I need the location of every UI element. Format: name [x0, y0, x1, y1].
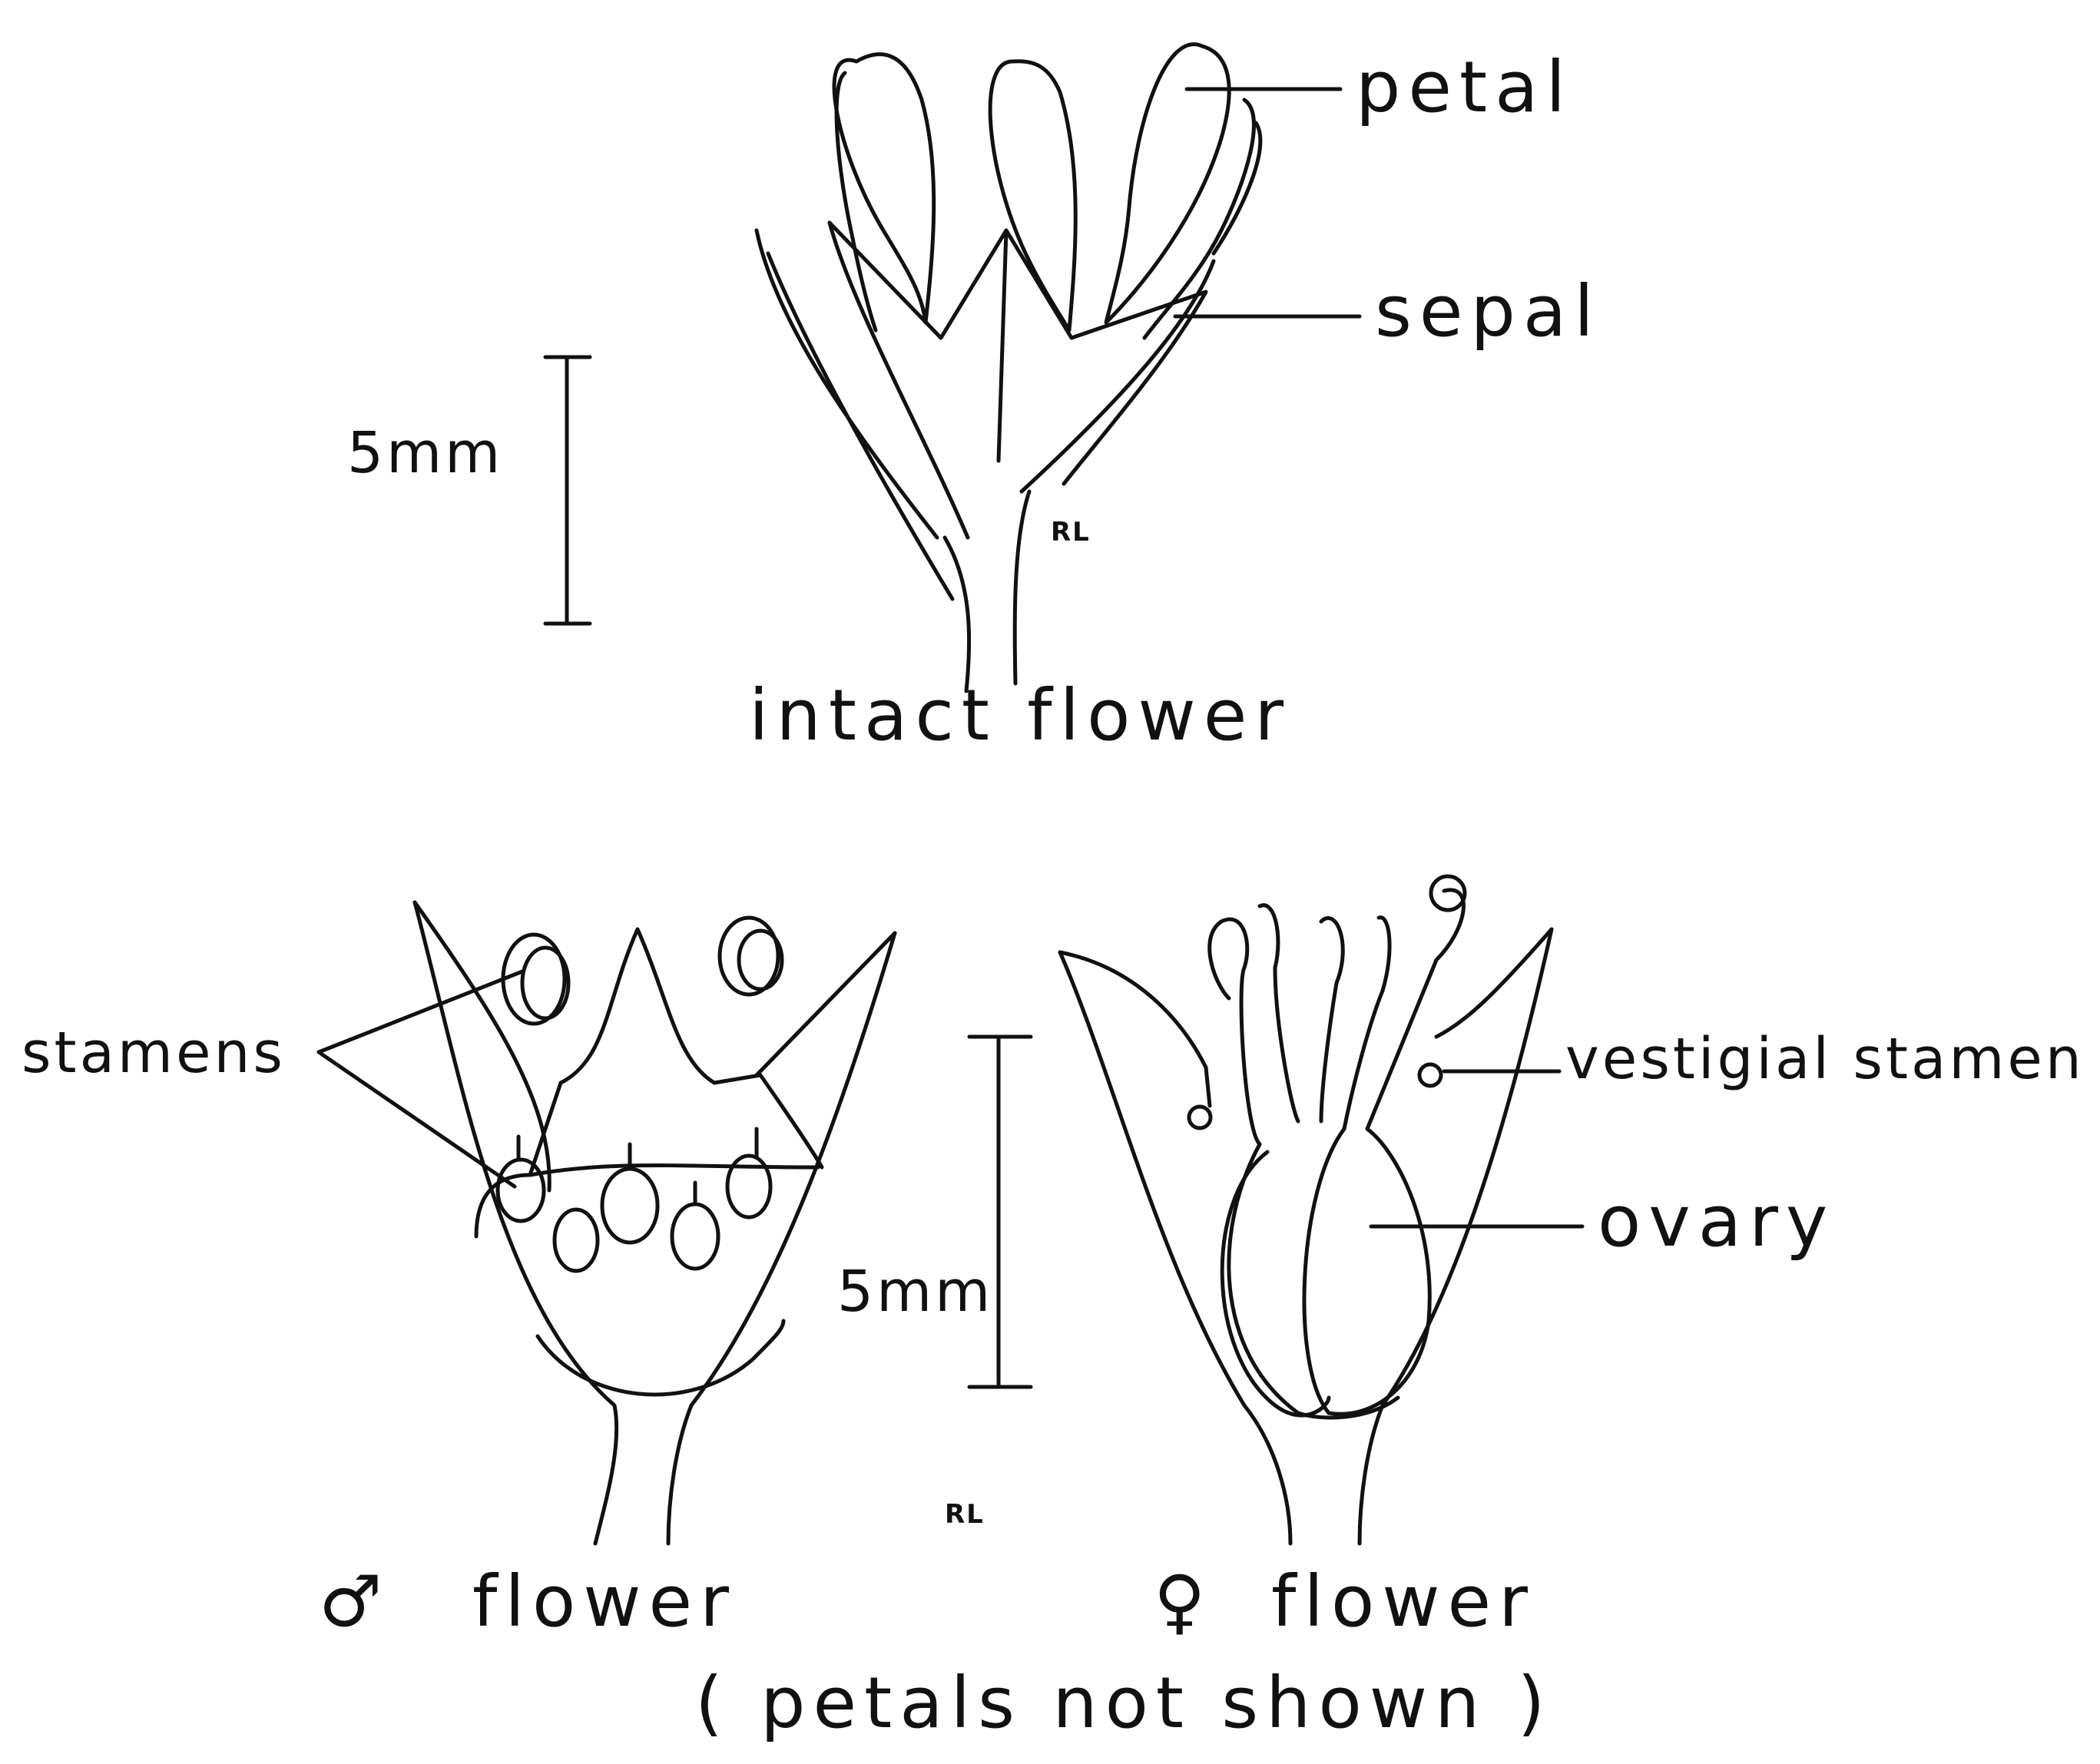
footnote-petals-not-shown: ( petals not shown )	[695, 1668, 1552, 1739]
label-stamens: stamens	[22, 1024, 286, 1081]
scale-bar-top	[545, 357, 590, 624]
initials-bottom: RL	[945, 1501, 985, 1527]
caption-male-flower: flower	[472, 1567, 737, 1637]
female-flower-drawing	[1060, 876, 1582, 1544]
caption-female-flower: flower	[1271, 1567, 1535, 1637]
caption-intact-flower: intact flower	[749, 680, 1291, 751]
female-symbol: ♀	[1154, 1567, 1213, 1637]
intact-flower-drawing	[545, 45, 1360, 691]
male-symbol: ♂	[319, 1567, 389, 1637]
label-petal: petal	[1356, 52, 1573, 123]
label-vestigial-stamen: vestigial stamen	[1565, 1031, 2085, 1087]
initials-top: RL	[1051, 519, 1091, 545]
scale-label-bottom: 5mm	[837, 1263, 993, 1320]
scale-label-top: 5mm	[347, 425, 503, 482]
male-flower-drawing	[319, 902, 895, 1544]
label-sepal: sepal	[1375, 276, 1601, 347]
scale-bar-bottom	[969, 1037, 1031, 1387]
stalk	[945, 491, 1029, 691]
label-ovary: ovary	[1598, 1186, 1835, 1257]
